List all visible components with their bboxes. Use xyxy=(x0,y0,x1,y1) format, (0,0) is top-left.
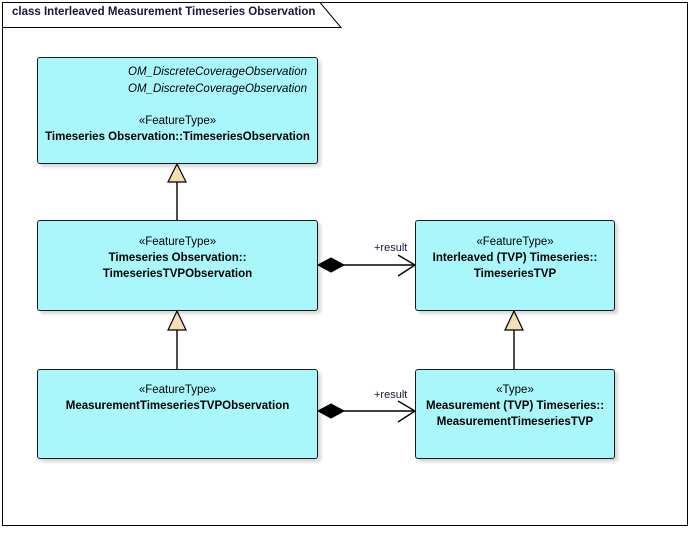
class-stereotype: «FeatureType» xyxy=(138,236,217,248)
title-tab-shape xyxy=(2,2,342,28)
class-box-timeseries-tvp-observation[interactable]: «FeatureType» Timeseries Observation:: T… xyxy=(37,220,318,311)
diagram-title-tab: class Interleaved Measurement Timeseries… xyxy=(2,2,342,28)
class-stereotype: «FeatureType» xyxy=(138,384,217,396)
class-box-measurement-timeseries-tvp[interactable]: «Type» Measurement (TVP) Timeseries:: Me… xyxy=(415,369,615,459)
class-stereotype: «FeatureType» xyxy=(476,236,554,248)
class-stereotype: «Type» xyxy=(496,384,534,396)
class-box-interleaved-timeseries-tvp[interactable]: «FeatureType» Interleaved (TVP) Timeseri… xyxy=(415,220,615,311)
class-name-line1: Interleaved (TVP) Timeseries:: xyxy=(432,252,598,264)
class-box-measurement-timeseries-tvp-observation[interactable]: «FeatureType» MeasurementTimeseriesTVPOb… xyxy=(37,369,318,459)
class-name-line2: TimeseriesTVP xyxy=(473,268,557,280)
class-box-timeseries-observation[interactable]: OM_DiscreteCoverageObservation OM_Discre… xyxy=(37,57,318,164)
class-name-line2: TimeseriesTVPObservation xyxy=(102,268,253,280)
class-name-line1: Measurement (TVP) Timeseries:: xyxy=(425,400,605,412)
class-name-line1: MeasurementTimeseriesTVPObservation xyxy=(65,400,290,412)
association-label-result-lower: +result xyxy=(374,389,408,401)
class-name-line1: Timeseries Observation::TimeseriesObserv… xyxy=(45,131,310,143)
class-name-line2: MeasurementTimeseriesTVP xyxy=(436,416,594,428)
class-name-line1: Timeseries Observation:: xyxy=(108,252,247,264)
diagram-title: class Interleaved Measurement Timeseries… xyxy=(12,6,316,18)
parent-type-1: OM_DiscreteCoverageObservation xyxy=(128,66,307,78)
association-label-result-upper: +result xyxy=(374,242,408,254)
class-stereotype: «FeatureType» xyxy=(138,115,217,127)
parent-type-2: OM_DiscreteCoverageObservation xyxy=(128,83,307,95)
